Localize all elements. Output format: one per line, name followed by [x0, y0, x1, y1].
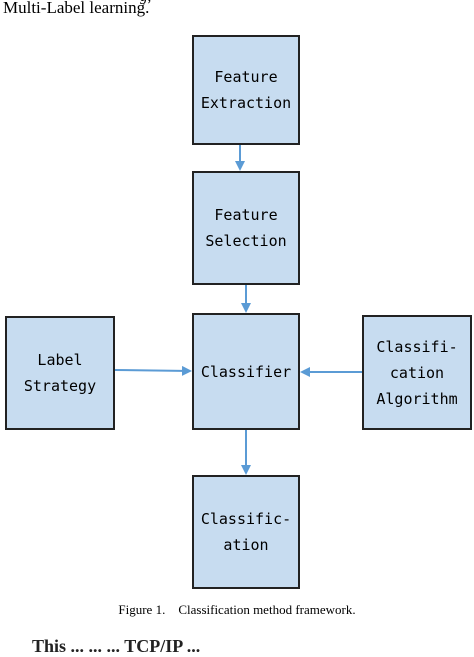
body-text-top: Multi-Label learning.	[3, 0, 150, 17]
feature-selection-box: Feature Selection	[192, 171, 300, 285]
classification-box: Classific- ation	[192, 475, 300, 589]
clipped-text-top: g,	[140, 0, 151, 6]
arrow-label-to-classifier	[114, 365, 192, 376]
clipped-text-bottom: This ... ... ... TCP/IP ...	[32, 636, 201, 656]
feature-extraction-box: Feature Extraction	[192, 35, 300, 145]
classifier-box: Classifier	[192, 313, 300, 430]
figure-caption: Figure 1. Classification method framewor…	[118, 602, 356, 617]
label-strategy-box: Label Strategy	[5, 316, 115, 430]
classification-algorithm-box: Classifi- cation Algorithm	[362, 315, 472, 430]
